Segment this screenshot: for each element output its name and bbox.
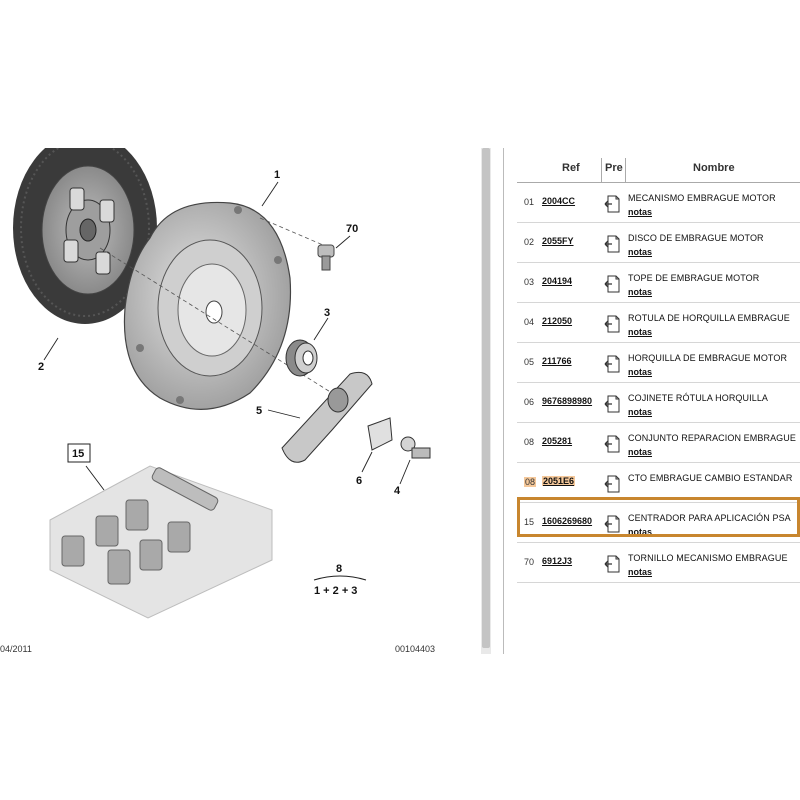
notes-link[interactable]: notas <box>628 327 653 337</box>
row-number: 05 <box>524 357 535 367</box>
centering-kit-drawing <box>49 465 273 619</box>
table-row[interactable]: 05 211766 HORQUILLA DE EMBRAGUE MOTOR notas <box>517 343 800 383</box>
row-number: 70 <box>524 557 535 567</box>
callout-1: 1 <box>274 169 280 181</box>
part-ref-link[interactable]: 2004CC <box>542 196 576 206</box>
table-row[interactable]: 08 205281 CONJUNTO REPARACION EMBRAGUE nota… <box>517 423 800 463</box>
diagram-code: 00104403 <box>395 644 435 654</box>
callout-70: 70 <box>346 223 358 235</box>
clutch-cover-drawing <box>123 201 292 410</box>
document-arrow-icon[interactable] <box>604 475 620 495</box>
callout-2: 2 <box>38 361 44 373</box>
exploded-parts-diagram: 1 2 3 70 5 6 4 15 8 1 + 2 + 3 04/2011 00… <box>0 148 480 654</box>
notes-link[interactable]: notas <box>628 367 653 377</box>
part-name: CENTRADOR PARA APLICACIÓN PSA <box>628 513 791 523</box>
part-ref-link[interactable]: 205281 <box>542 436 573 446</box>
panel-divider <box>503 148 504 654</box>
callout-5: 5 <box>256 405 262 417</box>
callout-6: 6 <box>356 475 362 487</box>
ball-pivot-drawing <box>400 436 431 459</box>
table-row[interactable]: 04 212050 ROTULA DE HORQUILLA EMBRAGUE nota… <box>517 303 800 343</box>
part-ref-link[interactable]: 211766 <box>542 356 572 366</box>
callout-15: 15 <box>72 448 84 460</box>
part-ref-link[interactable]: 2055FY <box>542 236 574 246</box>
notes-link[interactable]: notas <box>628 287 653 297</box>
document-arrow-icon[interactable] <box>604 195 620 215</box>
document-arrow-icon[interactable] <box>604 355 620 375</box>
table-row[interactable]: 06 9676898980 COJINETE RÓTULA HORQUILLA not… <box>517 383 800 423</box>
diagram-drawing: 1 2 3 70 5 6 4 15 8 1 + 2 + 3 04/2011 00… <box>0 148 435 654</box>
diagram-date: 04/2011 <box>0 644 32 654</box>
callout-4: 4 <box>394 485 401 497</box>
notes-link[interactable]: notas <box>628 247 653 257</box>
header-name: Nombre <box>693 162 735 174</box>
notes-link[interactable]: notas <box>628 207 653 217</box>
part-ref-link[interactable]: 2051E6 <box>542 476 576 486</box>
document-arrow-icon[interactable] <box>604 435 620 455</box>
table-row[interactable]: 15 1606269680 CENTRADOR PARA APLICACIÓN PS… <box>517 503 800 543</box>
row-number: 03 <box>524 277 535 287</box>
clutch-disc-drawing <box>13 148 157 324</box>
bolt-drawing <box>317 244 335 271</box>
row-number: 08 <box>524 437 535 447</box>
callout-1-2-3: 1 + 2 + 3 <box>314 585 357 597</box>
document-arrow-icon[interactable] <box>604 235 620 255</box>
table-row[interactable]: 70 6912J3 TORNILLO MECANISMO EMBRAGUE notas <box>517 543 800 583</box>
part-name: DISCO DE EMBRAGUE MOTOR <box>628 233 764 243</box>
table-header: Ref Pre Nombre <box>517 158 800 183</box>
row-number: 15 <box>524 517 535 527</box>
callout-8: 8 <box>336 563 342 575</box>
part-name: HORQUILLA DE EMBRAGUE MOTOR <box>628 353 788 363</box>
table-row[interactable]: 03 204194 TOPE DE EMBRAGUE MOTOR notas <box>517 263 800 303</box>
part-name: CONJUNTO REPARACION EMBRAGUE <box>628 433 796 443</box>
header-ref: Ref <box>562 162 580 174</box>
part-ref-link[interactable]: 6912J3 <box>542 556 573 566</box>
release-fork-drawing <box>281 371 373 463</box>
callout-3: 3 <box>324 307 330 319</box>
row-number: 01 <box>524 197 535 207</box>
document-arrow-icon[interactable] <box>604 515 620 535</box>
table-row[interactable]: 02 2055FY DISCO DE EMBRAGUE MOTOR notas <box>517 223 800 263</box>
document-arrow-icon[interactable] <box>604 275 620 295</box>
part-ref-link[interactable]: 204194 <box>542 276 573 286</box>
notes-link[interactable]: notas <box>628 407 653 417</box>
table-row[interactable]: 01 2004CC MECANISMO EMBRAGUE MOTOR notas <box>517 183 800 223</box>
row-number: 08 <box>524 477 537 487</box>
document-arrow-icon[interactable] <box>604 315 620 335</box>
notes-link[interactable]: notas <box>628 567 653 577</box>
selected-row-highlight <box>517 497 800 537</box>
diagram-scrollbar[interactable] <box>481 148 491 654</box>
part-name: TOPE DE EMBRAGUE MOTOR <box>628 273 760 283</box>
row-number: 06 <box>524 397 535 407</box>
part-ref-link[interactable]: 212050 <box>542 316 573 326</box>
part-name: MECANISMO EMBRAGUE MOTOR <box>628 193 776 203</box>
notes-link[interactable]: notas <box>628 447 653 457</box>
part-name: COJINETE RÓTULA HORQUILLA <box>628 393 769 403</box>
row-number: 02 <box>524 237 535 247</box>
table-row[interactable]: 08 2051E6 CTO EMBRAGUE CAMBIO ESTANDAR <box>517 463 800 503</box>
release-bearing-drawing <box>285 339 318 377</box>
part-ref-link[interactable]: 1606269680 <box>542 516 593 526</box>
row-number: 04 <box>524 317 535 327</box>
parts-table: Ref Pre Nombre 01 2004CC MECANISMO EMBRAGU… <box>517 158 800 583</box>
notes-link[interactable]: notas <box>628 527 653 537</box>
pivot-bushing-drawing <box>367 417 393 451</box>
document-arrow-icon[interactable] <box>604 395 620 415</box>
part-name: CTO EMBRAGUE CAMBIO ESTANDAR <box>628 473 793 483</box>
part-name: TORNILLO MECANISMO EMBRAGUE <box>628 553 788 563</box>
document-arrow-icon[interactable] <box>604 555 620 575</box>
header-pre: Pre <box>605 162 623 174</box>
part-name: ROTULA DE HORQUILLA EMBRAGUE <box>628 313 790 323</box>
scrollbar-thumb[interactable] <box>482 148 490 648</box>
part-ref-link[interactable]: 9676898980 <box>542 396 593 406</box>
